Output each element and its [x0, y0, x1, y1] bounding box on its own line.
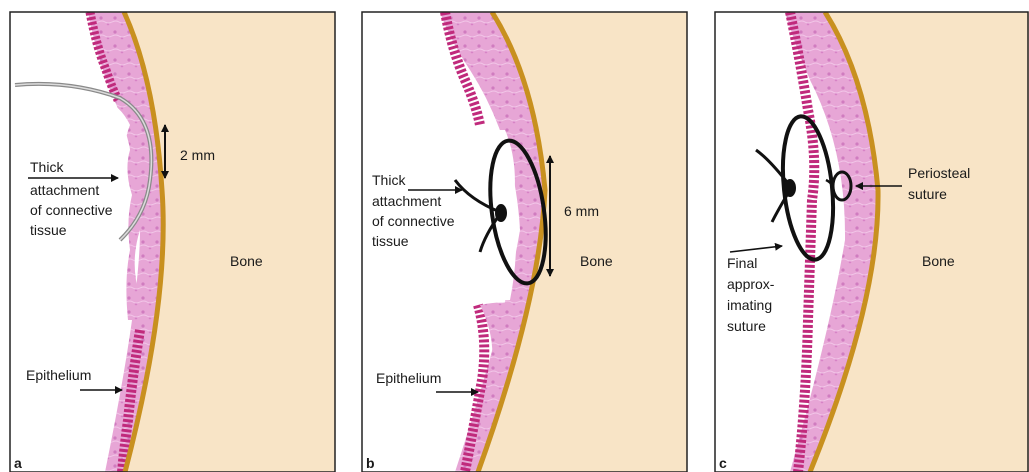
periosteal-label-line2: suture: [908, 186, 947, 202]
thick-label-line4: tissue: [372, 233, 409, 249]
panel-letter-c: c: [719, 455, 727, 471]
thick-label-line4: tissue: [30, 222, 67, 238]
epithelium-label: Epithelium: [26, 367, 91, 383]
panel-b: [362, 12, 687, 472]
panel-a: [10, 12, 335, 472]
final-label-line4: suture: [727, 318, 766, 334]
measure-label-6mm: 6 mm: [564, 203, 599, 219]
thick-label-line2: attachment: [372, 193, 441, 209]
panel-c: [715, 12, 1029, 472]
suture-knot: [495, 204, 507, 222]
final-label-line2: approx-: [727, 276, 775, 292]
final-label-line3: imating: [727, 297, 772, 313]
periosteal-label-line1: Periosteal: [908, 165, 970, 181]
panel-letter-b: b: [366, 455, 375, 471]
thick-label-line3: of connective: [372, 213, 455, 229]
thick-label-line3: of connective: [30, 202, 113, 218]
panel-letter-a: a: [14, 455, 22, 471]
thick-label-line1: Thick: [372, 172, 406, 188]
bone-label: Bone: [230, 253, 263, 269]
epithelium-label: Epithelium: [376, 370, 441, 386]
bone-label: Bone: [580, 253, 613, 269]
suture-knot: [784, 179, 796, 197]
bone-label: Bone: [922, 253, 955, 269]
thick-label-line2: attachment: [30, 182, 99, 198]
measure-label-2mm: 2 mm: [180, 147, 215, 163]
thick-label-line1: Thick: [30, 159, 64, 175]
final-label-line1: Final: [727, 255, 757, 271]
